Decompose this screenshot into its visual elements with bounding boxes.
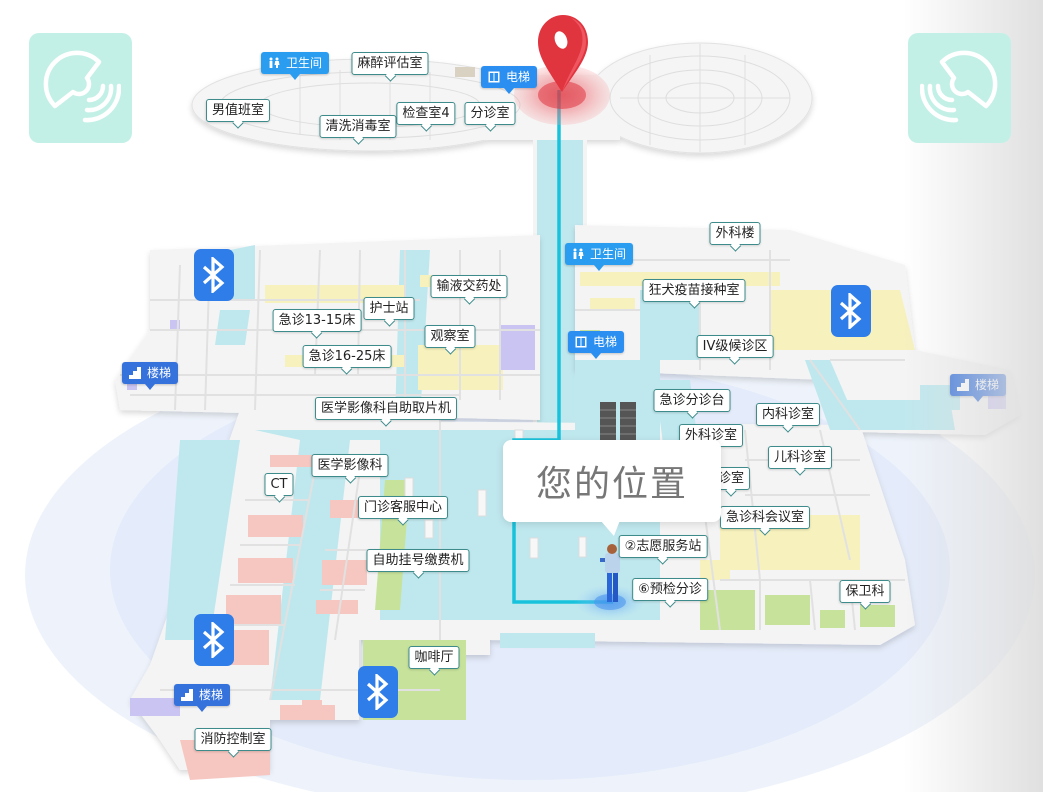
bluetooth-beacon[interactable] xyxy=(194,614,234,666)
bluetooth-icon xyxy=(839,293,862,329)
elevator-icon xyxy=(575,336,587,348)
place-label[interactable]: ②志愿服务站 xyxy=(618,535,708,558)
place-label[interactable]: 清洗消毒室 xyxy=(319,115,397,138)
place-label[interactable]: 咖啡厅 xyxy=(408,646,460,669)
destination-marker xyxy=(514,15,610,125)
place-label[interactable]: 护士站 xyxy=(363,297,415,320)
place-label[interactable]: 自助挂号缴费机 xyxy=(366,549,470,572)
place-label[interactable]: IV级候诊区 xyxy=(696,335,774,358)
elevator-icon xyxy=(488,71,500,83)
bluetooth-icon xyxy=(366,674,389,710)
nfc-tile-left[interactable] xyxy=(29,33,132,143)
location-pin-icon[interactable] xyxy=(536,14,590,94)
nfc-tap-icon xyxy=(919,50,997,123)
place-label[interactable]: 急诊科会议室 xyxy=(719,506,811,529)
place-label[interactable]: 检查室4 xyxy=(396,102,456,125)
place-label[interactable]: ⑥预检分诊 xyxy=(632,578,708,601)
facility-label: 卫生间 xyxy=(285,56,323,70)
place-label[interactable]: 外科楼 xyxy=(709,222,761,245)
place-label[interactable]: 消防控制室 xyxy=(194,728,272,751)
facility-label: 电梯 xyxy=(592,335,618,349)
place-label[interactable]: 分诊室 xyxy=(464,102,516,125)
place-label[interactable]: 儿科诊室 xyxy=(767,446,833,469)
place-label[interactable]: 急诊13-15床 xyxy=(272,309,362,332)
place-label[interactable]: 急诊分诊台 xyxy=(653,389,731,412)
stairs-icon xyxy=(128,367,141,379)
escalator xyxy=(600,402,636,444)
place-label[interactable]: 内科诊室 xyxy=(755,403,821,426)
restroom-marker[interactable]: 卫生间 xyxy=(260,52,330,74)
bluetooth-icon xyxy=(202,257,225,293)
restroom-icon xyxy=(573,248,584,259)
facility-label: 楼梯 xyxy=(198,688,224,702)
bluetooth-beacon[interactable] xyxy=(194,249,234,301)
bluetooth-beacon[interactable] xyxy=(831,285,871,337)
facility-label: 楼梯 xyxy=(974,378,1000,392)
stairs-icon xyxy=(180,689,193,701)
place-label[interactable]: 麻醉评估室 xyxy=(351,52,429,75)
stairs-marker[interactable]: 楼梯 xyxy=(173,684,231,706)
place-label[interactable]: 医学影像科 xyxy=(311,454,389,477)
stairs-marker[interactable]: 楼梯 xyxy=(121,362,179,384)
place-label[interactable]: 医学影像科自助取片机 xyxy=(314,397,458,420)
place-label[interactable]: 观察室 xyxy=(424,325,476,348)
nfc-tap-icon xyxy=(43,50,121,123)
facility-label: 卫生间 xyxy=(589,247,627,261)
restroom-icon xyxy=(269,57,280,68)
place-label[interactable]: 保卫科 xyxy=(839,580,891,603)
current-location-callout: 您的位置 xyxy=(503,440,721,522)
stairs-marker[interactable]: 楼梯 xyxy=(949,374,1007,396)
place-label[interactable]: CT xyxy=(264,473,294,496)
bluetooth-icon xyxy=(202,622,225,658)
elevator-marker[interactable]: 电梯 xyxy=(480,66,538,88)
elevator-marker[interactable]: 电梯 xyxy=(567,331,625,353)
place-label[interactable]: 急诊16-25床 xyxy=(302,345,392,368)
place-label[interactable]: 门诊客服中心 xyxy=(357,496,449,519)
place-label[interactable]: 输液交药处 xyxy=(430,275,508,298)
nfc-tile-right[interactable] xyxy=(908,33,1011,143)
facility-label: 电梯 xyxy=(505,70,531,84)
facility-label: 楼梯 xyxy=(146,366,172,380)
current-position-marker xyxy=(574,544,646,620)
place-label[interactable]: 狂犬疫苗接种室 xyxy=(642,279,746,302)
place-label[interactable]: 男值班室 xyxy=(205,99,271,122)
restroom-marker[interactable]: 卫生间 xyxy=(564,243,634,265)
stairs-icon xyxy=(956,379,969,391)
bluetooth-beacon[interactable] xyxy=(358,666,398,718)
